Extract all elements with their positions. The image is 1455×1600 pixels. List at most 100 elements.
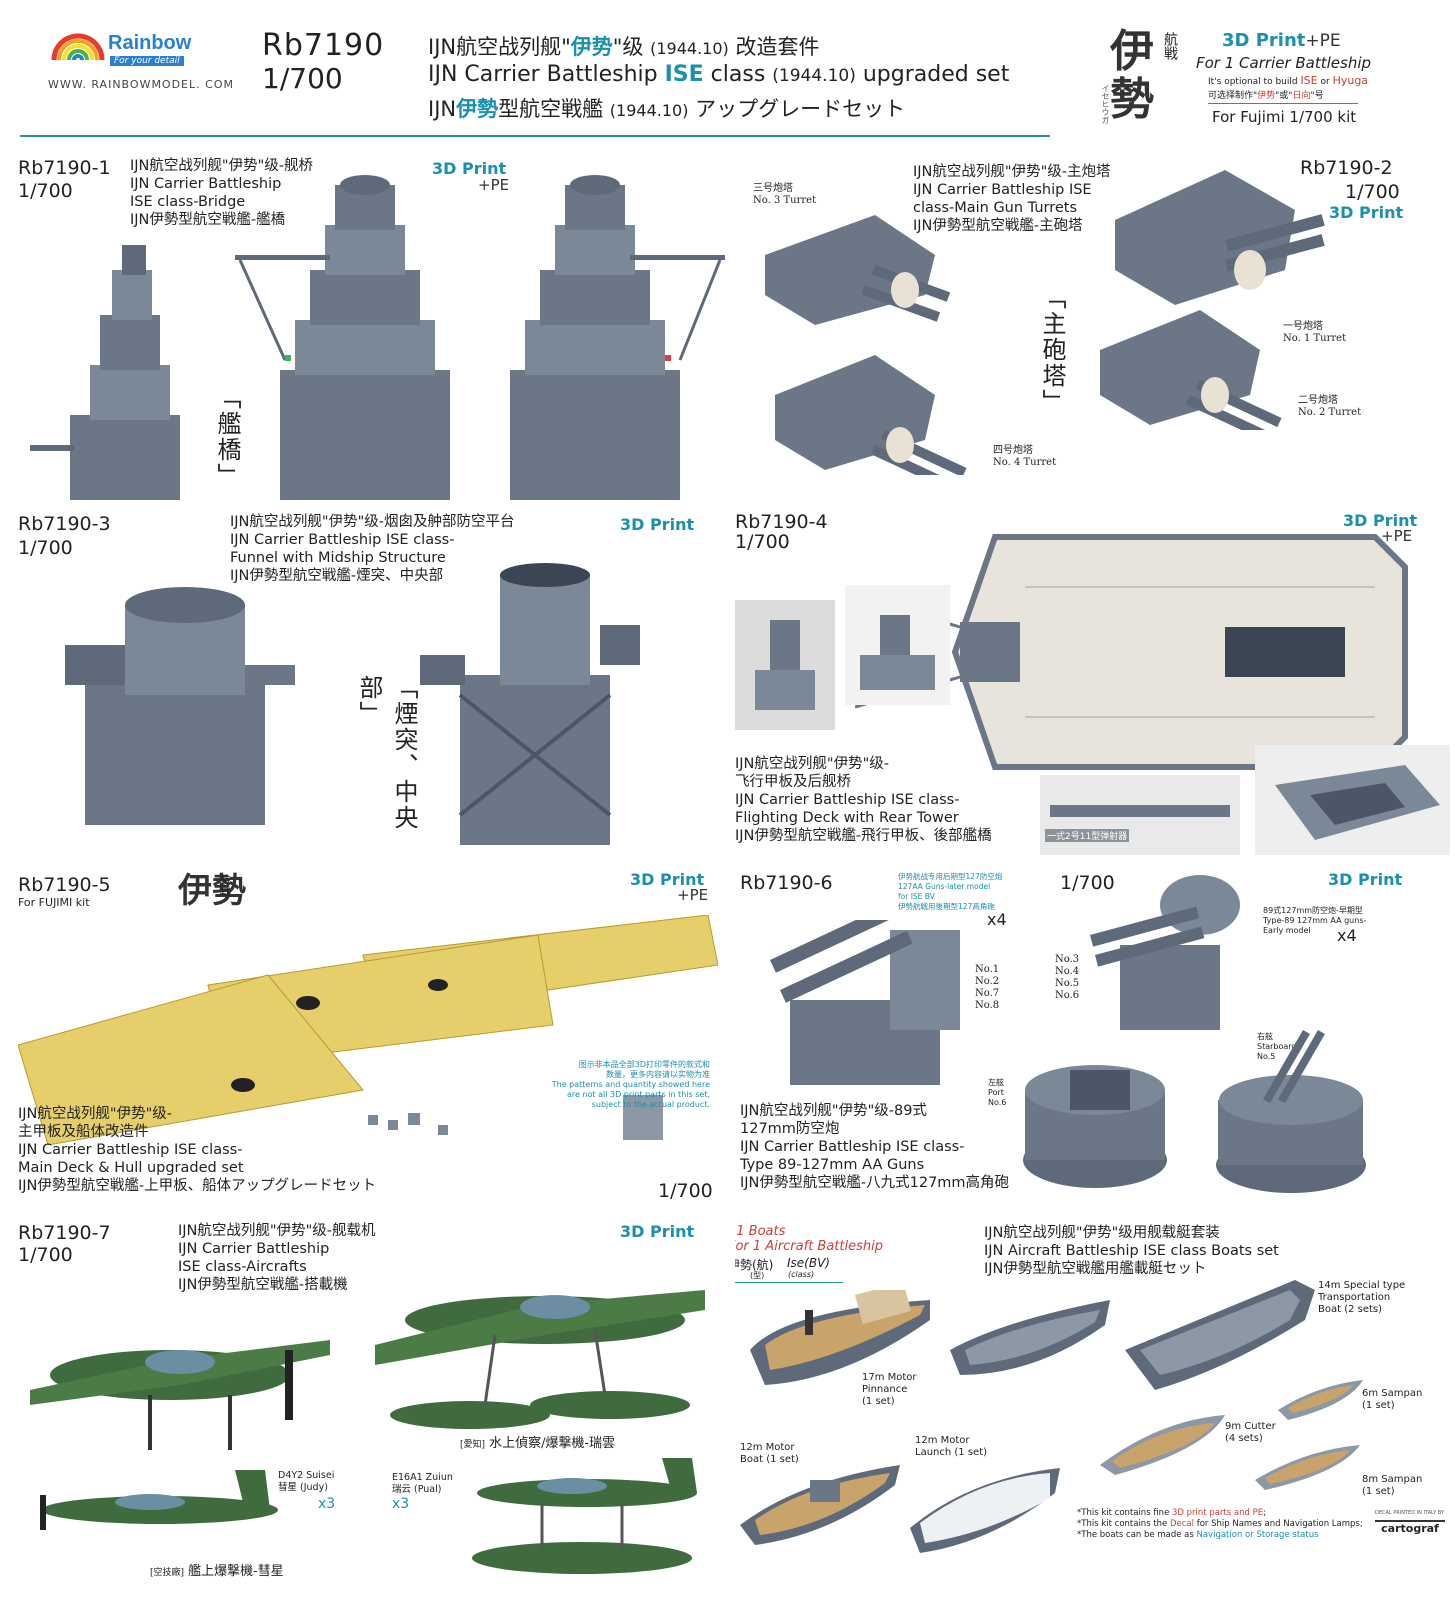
motor-launch-covered-image <box>910 1468 1060 1553</box>
turret3-image <box>765 215 951 325</box>
print-label: 3D Print <box>620 515 695 534</box>
print-label: 3D Print <box>1328 870 1403 889</box>
section-code: Rb7190-6 <box>740 872 833 894</box>
late-aa-gun-image <box>770 920 960 1085</box>
title-cn: IJN航空战列舰"伊势"级 (1944.10) 改造套件 <box>428 35 820 59</box>
turret4-image <box>775 355 967 475</box>
ship-en-sub: (class) <box>788 1270 815 1279</box>
zuiun-caption: [愛知] 水上偵察/爆撃機-瑞雲 <box>460 1436 615 1451</box>
section-scale: 1/700 <box>18 1244 73 1266</box>
suisei-caption: [空技廠] 艦上爆撃機-彗星 <box>150 1564 284 1579</box>
zuiun-qty: x3 <box>392 1496 410 1512</box>
print-label: 3D Print <box>432 159 507 178</box>
title-en: IJN Carrier Battleship ISE class (1944.1… <box>428 62 1010 87</box>
motor-launch-boat-image <box>950 1300 1110 1375</box>
vertical-label: 「艦橋」 <box>213 385 241 489</box>
header-print-label: 3D Print+PE <box>1222 30 1341 51</box>
logo-small-text: 航戦 <box>1162 32 1178 60</box>
ise-calligraphy-logo: 伊勢 <box>1110 26 1154 125</box>
boats-for: For 1 Aircraft Battleship <box>735 1239 883 1254</box>
vertical-label: 「主砲塔」 <box>1038 285 1066 415</box>
print-label: 3D Print <box>620 1222 695 1241</box>
zuiun-aircraft-image <box>375 1290 705 1429</box>
photo-etch-sheets-image <box>18 915 718 1145</box>
brand-tagline: For your detail <box>110 56 184 66</box>
section-scale: 1/700 <box>18 537 73 559</box>
pe-label: +PE <box>478 176 510 194</box>
pe-label: +PE <box>677 886 709 904</box>
section-scale: 1/700 <box>658 1180 713 1202</box>
optional-en: It's optional to build ISE or Hyuga <box>1208 74 1369 87</box>
bridge-model-front-image <box>235 175 450 500</box>
turret2-image <box>1100 310 1282 430</box>
rainbow-logo-icon <box>51 33 105 61</box>
boat6-label: 6m Sampan(1 set) <box>1362 1388 1423 1411</box>
for-one-battleship: For 1 Carrier Battleship <box>1196 54 1372 72</box>
page-header: Rainbow For your detail WWW. RAINBOWMODE… <box>0 0 1455 145</box>
boat9-label: 9m Cutter(4 sets) <box>1225 1421 1276 1444</box>
section-code: Rb7190-2 <box>1300 157 1393 179</box>
ise-calligraphy-logo: 伊勢 <box>178 871 246 911</box>
ship-cn-sub: (型) <box>750 1271 765 1280</box>
product-code: Rb7190 <box>262 28 385 63</box>
early-aa-gun-image <box>1090 875 1240 1030</box>
for-fujimi-kit: For Fujimi 1/700 kit <box>1212 108 1357 126</box>
website: WWW. RAINBOWMODEL. COM <box>48 78 234 91</box>
ship-rule <box>735 1282 843 1283</box>
section-flight-deck: Rb7190-4 1/700 3D Print +PE IJN航空战列舰"伊势"… <box>735 505 1455 860</box>
ship-cn: 伊勢(航) <box>735 1258 774 1272</box>
section-scale: 1/700 <box>18 180 73 202</box>
starboard-mount-image <box>1216 1030 1366 1193</box>
header-rule-right <box>1208 103 1358 104</box>
section-code: Rb7190-5 <box>18 874 111 896</box>
midship-structure-image <box>420 563 640 845</box>
section-code: Rb7190-4 <box>735 511 828 533</box>
section-code: Rb7190-1 <box>18 157 111 179</box>
section-code: Rb7190-3 <box>18 513 111 535</box>
funnel-model-image <box>65 587 295 825</box>
section-boats: 11 Boats For 1 Aircraft Battleship 伊勢(航)… <box>735 1210 1455 1600</box>
catapult-label: 一式2号11型弹射器 <box>1045 829 1130 842</box>
boat8-label: 8m Sampan(1 set) <box>1362 1474 1423 1497</box>
product-scale: 1/700 <box>262 62 343 95</box>
section-code: Rb7190-7 <box>18 1222 111 1244</box>
decal-printer-label: DECAL PRINTED IN ITALY BY <box>1375 1510 1444 1516</box>
header-rule <box>20 135 1050 137</box>
port-mount-image <box>1023 1065 1167 1188</box>
deck-well-image <box>1255 745 1450 855</box>
print-label: 3D Print <box>1329 203 1404 222</box>
vertical-label: 「煙突、中央部」 <box>355 675 418 831</box>
early-model-qty: x4 <box>1337 926 1357 945</box>
logo-kana: イセヒウガ <box>1101 84 1110 124</box>
pe-label: +PE <box>1381 527 1413 545</box>
section-scale: 1/700 <box>735 531 790 553</box>
bridge-model-rear-image <box>510 175 725 500</box>
pinnace-boat-image <box>750 1290 930 1385</box>
optional-cn: 可选择制作"伊势"或"日向"号 <box>1208 91 1324 101</box>
section-main-deck: Rb7190-5 For FUJIMI kit 伊勢 航戦 3D Print +… <box>0 860 735 1210</box>
turret1-image <box>1115 170 1325 305</box>
